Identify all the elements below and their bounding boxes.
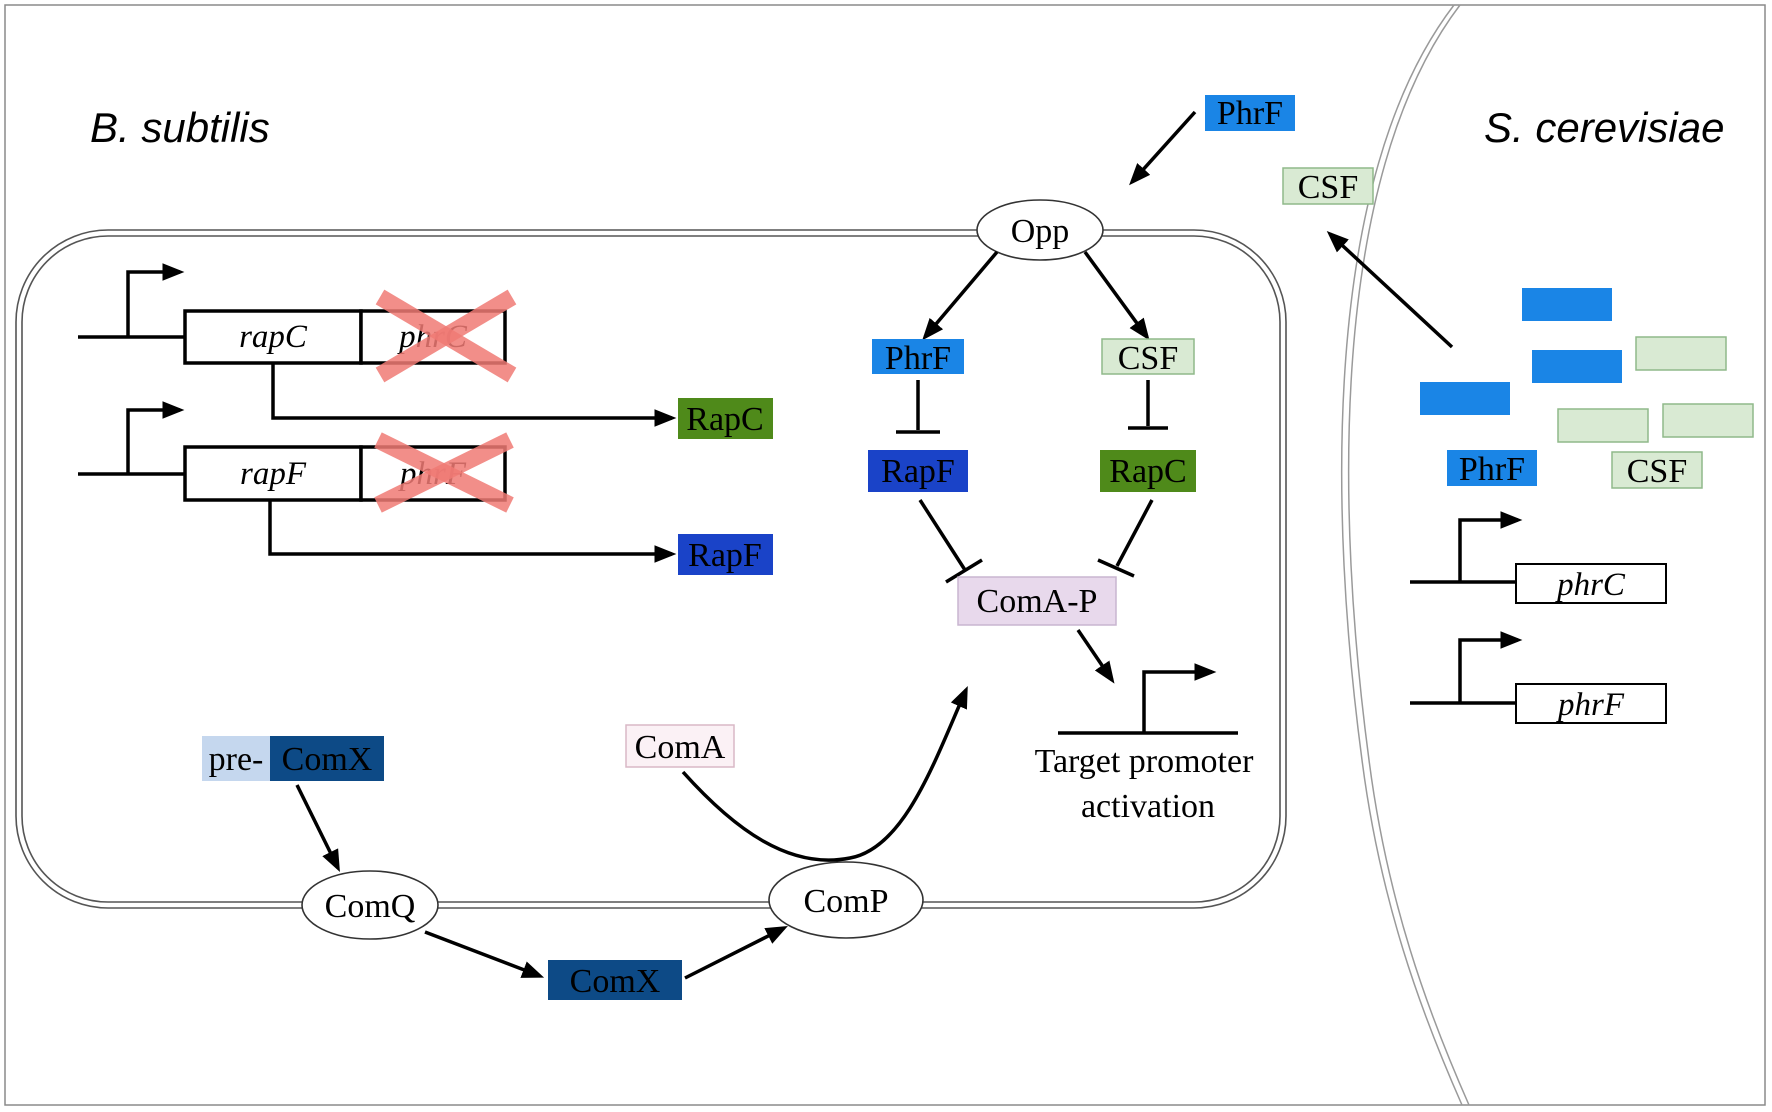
protein-label-csf-extracellular: CSF	[1298, 169, 1359, 206]
transporter-comp	[768, 861, 924, 939]
activation-arrow-icon	[1326, 231, 1454, 349]
protein-box-csf-intracellular	[1101, 338, 1195, 375]
protein-box-precomx	[270, 736, 384, 781]
legend-box-csf	[1611, 451, 1703, 489]
gene-label-rapc: rapC	[239, 319, 308, 355]
protein-label-phrf-extracellular: PhrF	[1217, 95, 1283, 132]
gene-cassette-rapf: rapF phrF	[78, 401, 677, 563]
protein-box-rapc-intracellular	[1100, 450, 1196, 492]
organism-label-bsubtilis: B. subtilis	[90, 104, 270, 151]
activation-arrow-icon	[681, 685, 968, 862]
protein-label-pre: pre-	[209, 741, 264, 778]
target-promoter-label-line2: activation	[1081, 788, 1215, 825]
activation-arrow-icon	[1076, 629, 1115, 684]
protein-label-csf-intracellular: CSF	[1118, 340, 1179, 377]
protein-label-precomx: ComX	[282, 741, 373, 778]
activation-arrow-icon	[1129, 110, 1197, 186]
target-promoter	[1058, 663, 1238, 735]
inhibition-bar-icon	[896, 380, 1168, 434]
promoter-arrow-icon	[126, 263, 185, 337]
promoter-arrow-icon	[1458, 511, 1523, 582]
organism-label-scerevisiae: S. cerevisiae	[1484, 104, 1724, 151]
protein-label-coma: ComA	[635, 729, 726, 766]
yeast-gene-phrc: phrC	[1410, 511, 1667, 604]
protein-box-rapf-intracellular	[868, 450, 968, 492]
promoter-arrow-icon	[1458, 631, 1523, 703]
transporter-label-opp: Opp	[1011, 213, 1070, 250]
protein-box-coma	[625, 724, 735, 768]
bsubtilis-cell-membrane	[15, 229, 1287, 909]
yeast-cell-wall	[1340, 4, 1470, 1106]
legend-label-csf: CSF	[1627, 453, 1688, 490]
secreted-peptides	[1420, 288, 1754, 443]
protein-box-comap	[957, 576, 1117, 626]
target-promoter-label-line1: Target promoter	[1035, 743, 1255, 780]
protein-box-phrf-intracellular	[872, 339, 964, 374]
yeast-gene-label-phrc: phrC	[1555, 567, 1626, 603]
protein-box-rapc	[678, 398, 773, 439]
transporter-comq	[301, 870, 439, 940]
transporter-label-comq: ComQ	[325, 888, 416, 925]
protein-box-rapf	[678, 534, 773, 575]
legend-box-phrf	[1447, 450, 1537, 486]
yeast-gene-label-phrf: phrF	[1556, 687, 1625, 723]
protein-label-rapf: RapF	[688, 537, 762, 574]
protein-label-rapf-intracellular: RapF	[881, 453, 955, 490]
protein-box-pre	[202, 736, 270, 781]
protein-label-comap: ComA-P	[977, 583, 1098, 620]
protein-label-comx: ComX	[570, 963, 661, 1000]
gene-label-rapf: rapF	[240, 456, 307, 492]
protein-label-phrf-intracellular: PhrF	[885, 340, 951, 377]
protein-box-phrf-extracellular	[1205, 95, 1295, 131]
legend-label-phrf: PhrF	[1459, 451, 1525, 488]
protein-label-rapc-intracellular: RapC	[1109, 453, 1186, 490]
gene-cassette-rapc: rapC phrC	[78, 263, 677, 427]
inhibition-bar-icon	[918, 499, 1154, 584]
transporter-opp	[976, 199, 1104, 261]
protein-box-csf-extracellular	[1282, 167, 1374, 205]
transporter-label-comp: ComP	[803, 883, 888, 920]
knockout-cross-icon	[374, 432, 514, 513]
knockout-cross-icon	[375, 289, 517, 383]
yeast-gene-phrf: phrF	[1410, 631, 1667, 724]
promoter-arrow-icon	[126, 401, 185, 474]
protein-label-rapc: RapC	[686, 401, 763, 438]
protein-box-comx	[548, 960, 682, 1000]
promoter-arrow-icon	[1142, 663, 1217, 733]
